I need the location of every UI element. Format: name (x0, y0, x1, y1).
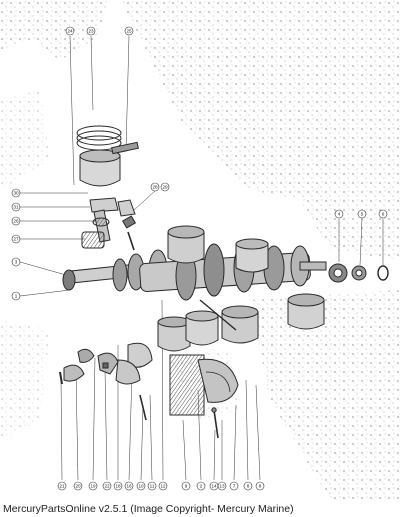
callout-31: 31 (11, 202, 21, 212)
svg-text:21: 21 (59, 484, 65, 489)
svg-text:25: 25 (126, 29, 132, 34)
callout-10: 10 (136, 481, 146, 491)
callout-24: 24 (65, 26, 75, 36)
callout-28: 28 (150, 182, 160, 192)
image-copyright-caption: MercuryPartsOnline v2.5.1 (Image Copyrig… (3, 503, 294, 515)
callout-7: 7 (229, 481, 239, 491)
callout-29: 29 (160, 182, 170, 192)
callout-21: 21 (57, 481, 67, 491)
lower-bearing-parts (59, 342, 239, 439)
callouts: 24 23 25 30 31 26 27 28 29 3 1 4 5 6 21 … (11, 26, 388, 491)
svg-text:8: 8 (247, 484, 250, 489)
svg-text:6: 6 (382, 212, 385, 217)
svg-text:19: 19 (90, 484, 96, 489)
svg-text:12: 12 (160, 484, 166, 489)
callout-8-second: 8 (255, 481, 265, 491)
svg-text:4: 4 (338, 212, 341, 217)
callout-20: 20 (73, 481, 83, 491)
svg-text:23: 23 (88, 29, 94, 34)
callout-25: 25 (124, 26, 134, 36)
callout-6: 6 (378, 209, 388, 219)
svg-text:26: 26 (13, 219, 19, 224)
svg-text:28: 28 (152, 185, 158, 190)
exploded-crankshaft-diagram: 24 23 25 30 31 26 27 28 29 3 1 4 5 6 21 … (0, 0, 400, 500)
callout-14: 14 (209, 481, 219, 491)
callout-11: 11 (147, 481, 157, 491)
svg-text:27: 27 (13, 237, 19, 242)
callout-12: 12 (158, 481, 168, 491)
svg-text:16: 16 (126, 484, 132, 489)
svg-text:10: 10 (138, 484, 144, 489)
callout-8: 8 (243, 481, 253, 491)
callout-16: 16 (124, 481, 134, 491)
svg-text:8: 8 (259, 484, 262, 489)
piston-assembly-upper (76, 125, 139, 251)
callout-3: 3 (11, 257, 21, 267)
svg-text:30: 30 (13, 191, 19, 196)
callout-18: 18 (113, 481, 123, 491)
svg-text:5: 5 (361, 212, 364, 217)
callout-2: 2 (196, 481, 206, 491)
svg-text:29: 29 (162, 185, 168, 190)
svg-text:20: 20 (75, 484, 81, 489)
svg-text:9: 9 (185, 484, 188, 489)
pistons-on-crank (157, 225, 325, 352)
callout-26: 26 (11, 216, 21, 226)
svg-text:24: 24 (67, 29, 73, 34)
svg-text:11: 11 (150, 484, 155, 489)
callout-5: 5 (357, 209, 367, 219)
callout-23: 23 (86, 26, 96, 36)
svg-text:3: 3 (15, 260, 18, 265)
svg-text:1: 1 (15, 294, 18, 299)
svg-text:22: 22 (104, 484, 110, 489)
svg-text:14: 14 (211, 484, 217, 489)
callout-19: 19 (88, 481, 98, 491)
svg-text:18: 18 (115, 484, 121, 489)
callout-13: 13 (217, 481, 227, 491)
callout-27: 27 (11, 234, 21, 244)
background-noise (0, 0, 400, 500)
callout-30: 30 (11, 188, 21, 198)
svg-text:2: 2 (200, 484, 203, 489)
callout-9: 9 (181, 481, 191, 491)
svg-text:13: 13 (219, 484, 225, 489)
svg-text:31: 31 (13, 205, 19, 210)
callout-4: 4 (334, 209, 344, 219)
callout-22: 22 (102, 481, 112, 491)
callout-1: 1 (11, 291, 21, 301)
svg-text:7: 7 (233, 484, 236, 489)
